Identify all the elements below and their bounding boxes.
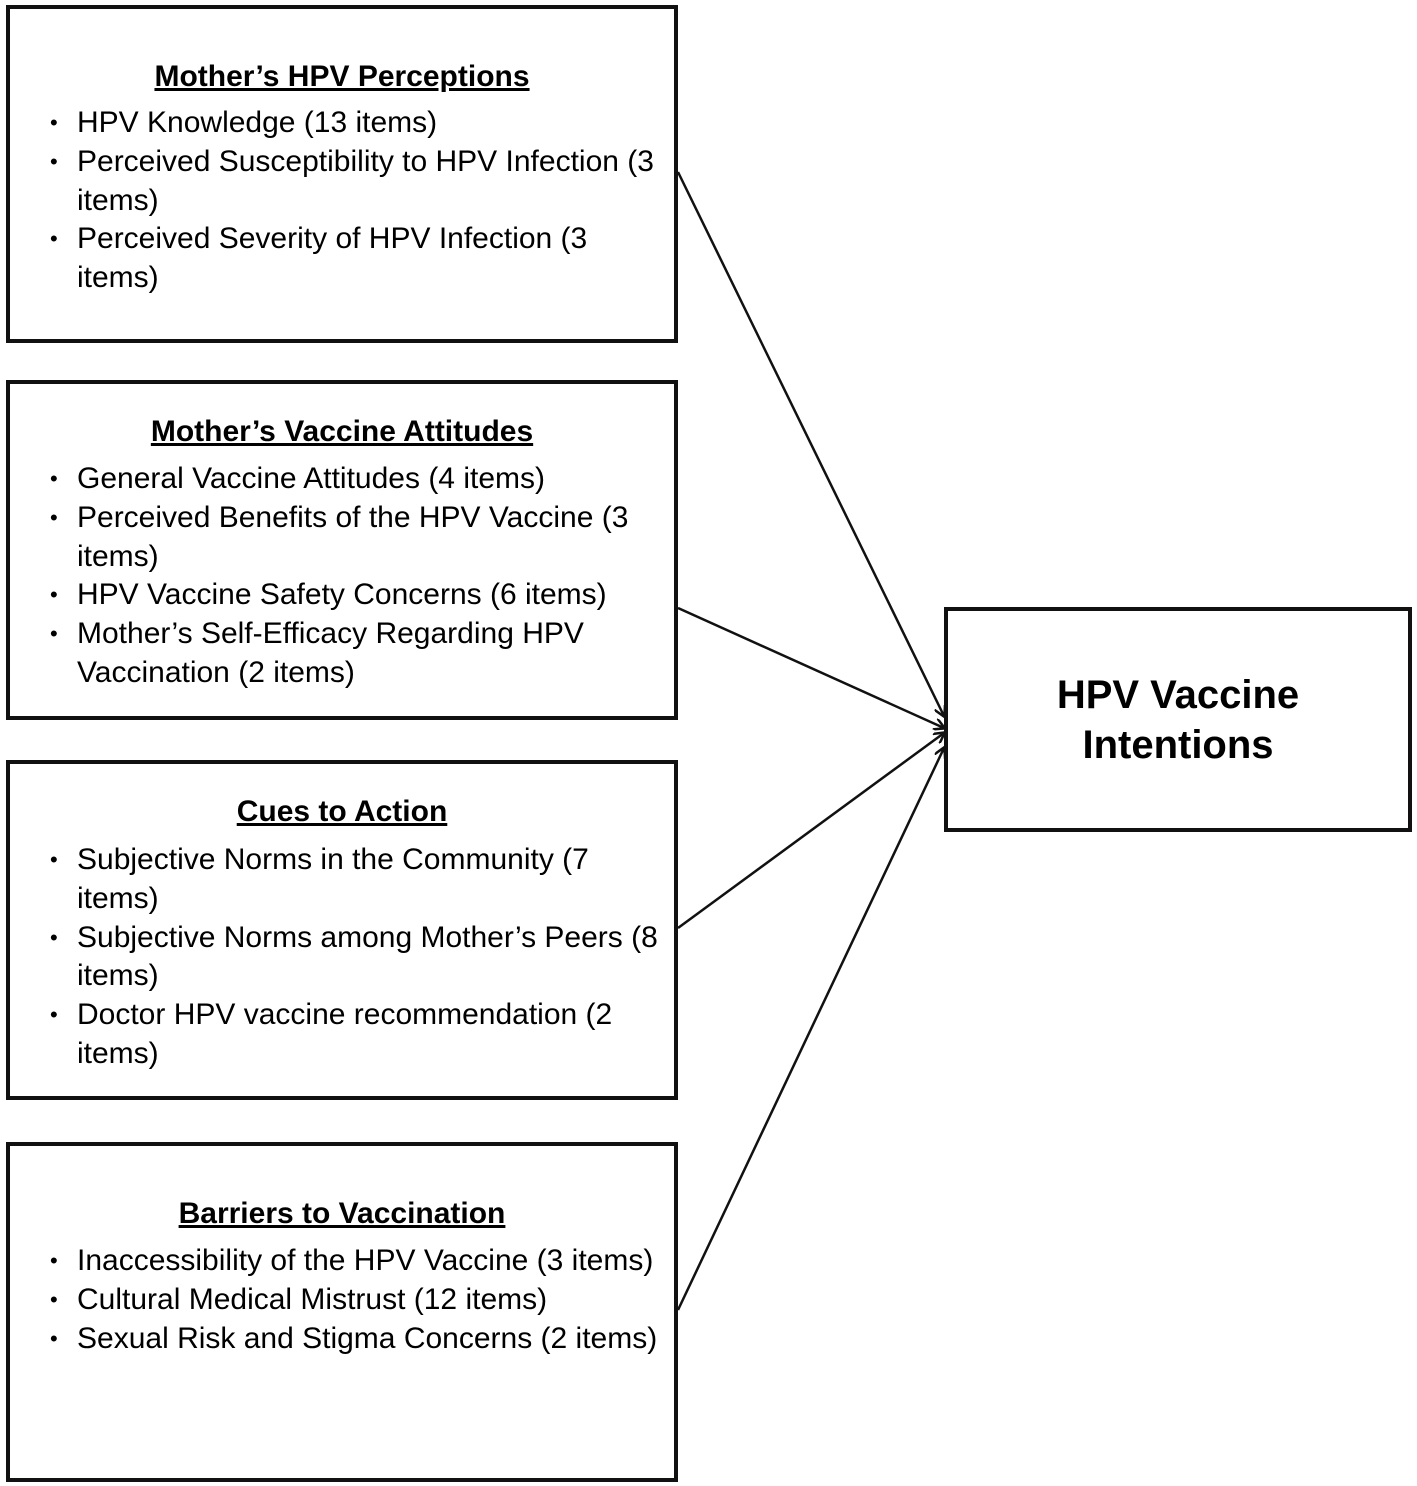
list-item: HPV Vaccine Safety Concerns (6 items) xyxy=(50,576,660,615)
arrow-attitudes-to-intentions xyxy=(677,606,944,728)
list-item: Mother’s Self-Efficacy Regarding HPV Vac… xyxy=(50,615,660,693)
list-item: Cultural Medical Mistrust (12 items) xyxy=(50,1281,660,1320)
perceptions-box: Mother’s HPV Perceptions HPV Knowledge (… xyxy=(6,5,678,343)
outcome-title: HPV Vaccine Intentions xyxy=(1056,672,1300,767)
cues-title: Cues to Action xyxy=(236,795,448,828)
perceptions-title: Mother’s HPV Perceptions xyxy=(154,60,530,93)
list-item: Inaccessibility of the HPV Vaccine (3 it… xyxy=(50,1242,660,1281)
cues-item-list: Subjective Norms in the Community (7 ite… xyxy=(50,841,660,1074)
list-item: Doctor HPV vaccine recommendation (2 ite… xyxy=(50,996,660,1074)
list-item: Subjective Norms in the Community (7 ite… xyxy=(50,841,660,919)
attitudes-box: Mother’s Vaccine Attitudes General Vacci… xyxy=(6,380,678,720)
list-item: Perceived Benefits of the HPV Vaccine (3… xyxy=(50,499,660,577)
barriers-title: Barriers to Vaccination xyxy=(178,1197,506,1230)
arrow-perceptions-to-intentions xyxy=(676,171,944,716)
list-item: Perceived Severity of HPV Infection (3 i… xyxy=(50,220,660,298)
attitudes-item-list: General Vaccine Attitudes (4 items) Perc… xyxy=(50,460,660,693)
attitudes-title: Mother’s Vaccine Attitudes xyxy=(150,415,534,448)
cues-box: Cues to Action Subjective Norms in the C… xyxy=(6,760,678,1100)
list-item: Perceived Susceptibility to HPV Infectio… xyxy=(50,143,660,221)
barriers-item-list: Inaccessibility of the HPV Vaccine (3 it… xyxy=(50,1242,660,1358)
list-item: General Vaccine Attitudes (4 items) xyxy=(50,460,660,499)
outcome-box: HPV Vaccine Intentions xyxy=(944,607,1412,832)
perceptions-item-list: HPV Knowledge (13 items) Perceived Susce… xyxy=(50,104,660,298)
list-item: Subjective Norms among Mother’s Peers (8… xyxy=(50,919,660,997)
list-item: HPV Knowledge (13 items) xyxy=(50,104,660,143)
arrow-cues-to-intentions xyxy=(677,733,944,930)
list-item: Sexual Risk and Stigma Concerns (2 items… xyxy=(50,1320,660,1359)
barriers-box: Barriers to Vaccination Inaccessibility … xyxy=(6,1142,678,1482)
arrow-barriers-to-intentions xyxy=(676,748,944,1311)
